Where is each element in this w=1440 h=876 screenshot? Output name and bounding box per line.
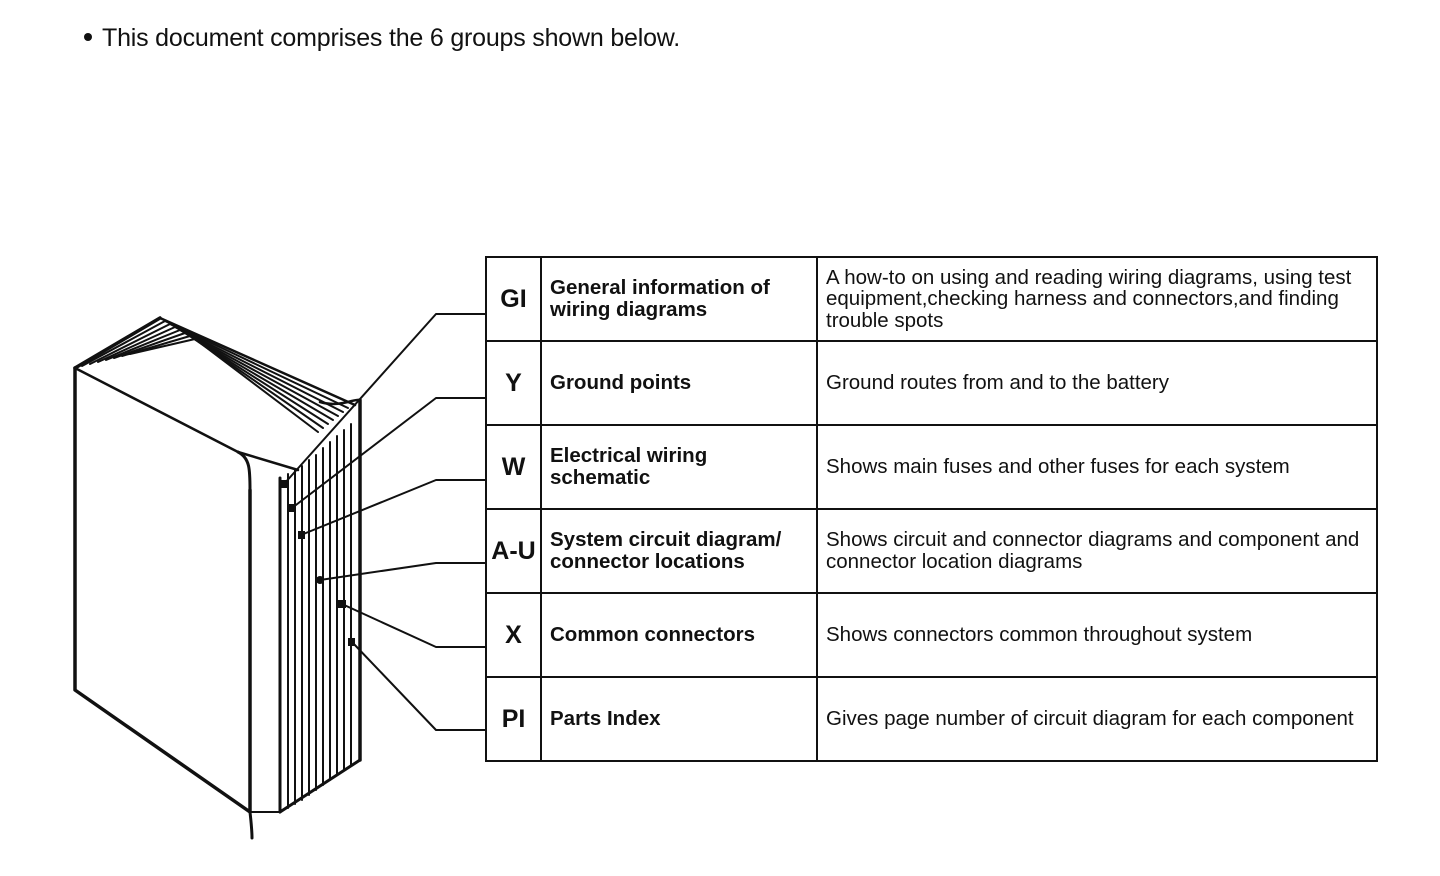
- group-code: X: [485, 592, 542, 678]
- tab-marker-au: [316, 576, 324, 584]
- group-title: General information of wiring diagrams: [540, 256, 818, 342]
- group-code: W: [485, 424, 542, 510]
- table-row: W Electrical wiring schematic Shows main…: [485, 424, 1378, 510]
- group-description: Ground routes from and to the battery: [816, 340, 1378, 426]
- group-title: System circuit diagram/ connector locati…: [540, 508, 818, 594]
- tab-marker-y: [289, 504, 296, 512]
- group-description: Shows circuit and connector diagrams and…: [816, 508, 1378, 594]
- bullet-icon: [84, 33, 92, 42]
- leader-line-pi: [351, 641, 487, 731]
- table-row: PI Parts Index Gives page number of circ…: [485, 676, 1378, 762]
- group-title: Parts Index: [540, 676, 818, 762]
- group-description: Shows connectors common throughout syste…: [816, 592, 1378, 678]
- binder-top-edge: [73, 316, 162, 370]
- leader-line-gi: [283, 313, 487, 485]
- group-description: Shows main fuses and other fuses for eac…: [816, 424, 1378, 510]
- group-description: A how-to on using and reading wiring dia…: [816, 256, 1378, 342]
- binder-cover-flourish: [248, 810, 254, 840]
- group-code: GI: [485, 256, 542, 342]
- intro-text: This document comprises the 6 groups sho…: [84, 24, 680, 53]
- leader-line-y: [291, 397, 487, 509]
- table-row: X Common connectors Shows connectors com…: [485, 592, 1378, 678]
- tab-marker-w: [298, 531, 305, 539]
- groups-table: GI General information of wiring diagram…: [485, 256, 1378, 762]
- intro-label: This document comprises the 6 groups sho…: [102, 24, 681, 52]
- group-title: Common connectors: [540, 592, 818, 678]
- group-title: Electrical wiring schematic: [540, 424, 818, 510]
- group-description: Gives page number of circuit diagram for…: [816, 676, 1378, 762]
- leader-line-x: [341, 603, 487, 648]
- leader-line-au: [319, 562, 487, 581]
- table-row: Y Ground points Ground routes from and t…: [485, 340, 1378, 426]
- table-row: GI General information of wiring diagram…: [485, 256, 1378, 342]
- binder-cover-corner: [236, 450, 252, 492]
- table-row: A-U System circuit diagram/ connector lo…: [485, 508, 1378, 594]
- group-code: Y: [485, 340, 542, 426]
- tab-marker-gi: [280, 480, 287, 488]
- group-title: Ground points: [540, 340, 818, 426]
- binder-front-cover: [73, 366, 252, 814]
- group-code: A-U: [485, 508, 542, 594]
- tab-marker-x: [338, 600, 346, 608]
- group-code: PI: [485, 676, 542, 762]
- tab-marker-pi: [348, 638, 355, 646]
- leader-line-w: [300, 479, 487, 536]
